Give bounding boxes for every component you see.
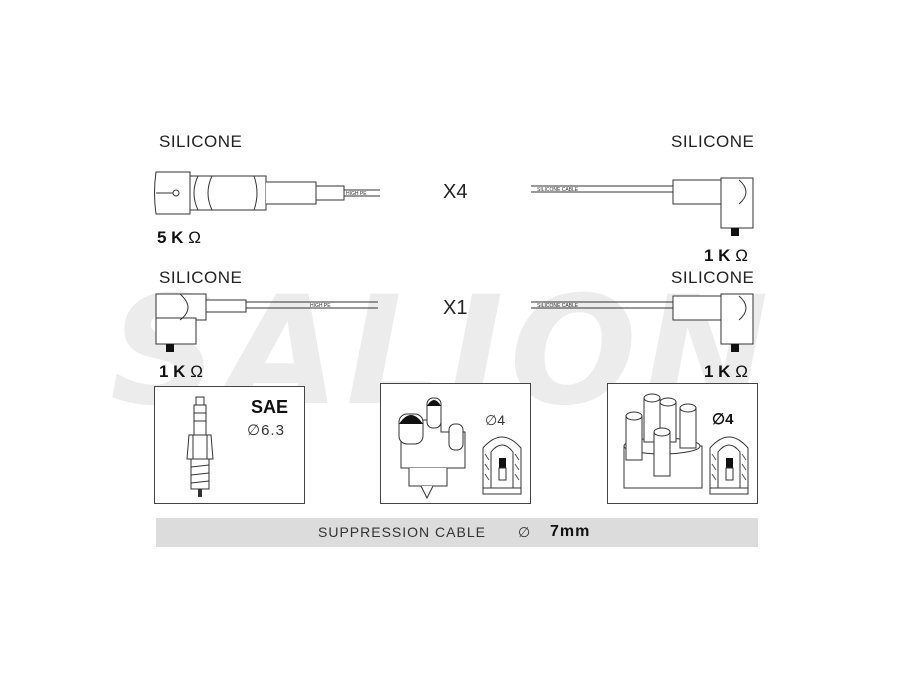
suppression-cable-banner: SUPPRESSION CABLE ∅ 7mm bbox=[156, 518, 758, 547]
coil-cap-icon bbox=[398, 397, 466, 500]
distributor-box: ∅4 bbox=[607, 383, 758, 504]
top-quantity-label: X4 bbox=[443, 181, 468, 203]
mid-right-material-label: SILICONE bbox=[671, 268, 755, 287]
top-left-cable-print: HIGH PE bbox=[346, 191, 367, 197]
top-right-material-label: SILICONE bbox=[671, 132, 755, 151]
banner-diameter-symbol: ∅ bbox=[518, 524, 532, 540]
mid-left-resistance: 1 K Ω bbox=[159, 362, 203, 381]
spark-plug-diameter: ∅6.3 bbox=[247, 422, 285, 439]
banner-text: SUPPRESSION CABLE bbox=[318, 524, 486, 540]
banner-size: 7mm bbox=[550, 523, 591, 540]
straight-boot-lead: HIGH PE bbox=[154, 171, 380, 215]
mid-quantity-label: X1 bbox=[443, 297, 468, 319]
top-right-cable-print: SILICONE CABLE bbox=[537, 187, 579, 193]
spark-plug-icon bbox=[186, 396, 214, 497]
top-left-resistance: 5 K Ω bbox=[157, 228, 201, 247]
distributor-diameter: ∅4 bbox=[712, 411, 734, 428]
top-right-resistance: 1 K Ω bbox=[704, 246, 748, 265]
angled-boot-lead-mid-left: HIGH PE bbox=[155, 293, 378, 352]
coil-terminal-section-icon bbox=[482, 436, 522, 495]
mid-left-material-label: SILICONE bbox=[159, 268, 243, 287]
top-left-material-label: SILICONE bbox=[159, 132, 243, 151]
coil-diameter: ∅4 bbox=[485, 412, 505, 428]
mid-right-resistance: 1 K Ω bbox=[704, 362, 748, 381]
ignition-coil-box: ∅4 bbox=[380, 383, 531, 504]
mid-right-cable-print: SILICONE CABLE bbox=[537, 303, 579, 309]
angled-boot-lead-mid-right: SILICONE CABLE bbox=[531, 293, 754, 352]
distributor-terminal-section-icon bbox=[709, 436, 749, 495]
distributor-cap-icon bbox=[623, 393, 703, 489]
mid-left-cable-print: HIGH PE bbox=[310, 303, 331, 309]
sae-label: SAE bbox=[251, 397, 289, 417]
angled-boot-lead-top-right: SILICONE CABLE bbox=[531, 177, 754, 236]
spark-plug-box: SAE ∅6.3 bbox=[154, 386, 305, 504]
